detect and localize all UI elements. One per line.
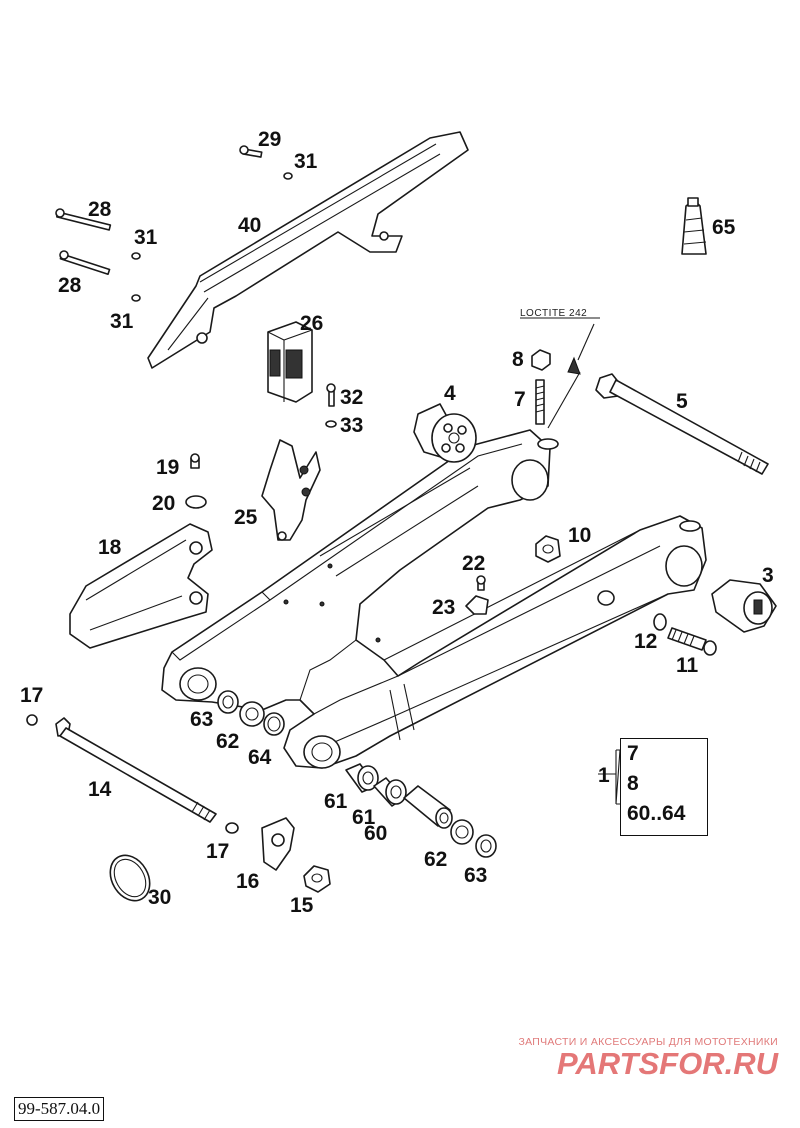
label-19: 19 (156, 456, 179, 479)
watermark-logo: PARTSFOR.RU (557, 1046, 780, 1080)
label-12: 12 (634, 630, 657, 653)
label-28-top: 28 (88, 198, 112, 221)
clip-20 (185, 495, 207, 509)
chain-guard (147, 131, 469, 369)
label-20: 20 (152, 492, 175, 515)
cap-17a (26, 714, 38, 726)
label-31-c: 31 (110, 310, 134, 333)
lubricant-tube (681, 197, 707, 255)
loctite-note: LOCTITE 242 (520, 308, 587, 319)
ring-64 (263, 712, 285, 736)
label-7: 7 (514, 388, 526, 411)
label-25: 25 (234, 506, 258, 529)
label-18: 18 (98, 536, 122, 559)
assembly-item-60-64: 60..64 (627, 802, 686, 825)
label-63-b: 63 (464, 864, 487, 887)
label-60: 60 (364, 822, 387, 845)
assembly-box: 7 8 60..64 (620, 738, 708, 836)
pivot-bolt-14 (55, 717, 217, 823)
label-16: 16 (236, 870, 259, 893)
label-31-a: 31 (294, 150, 318, 173)
loctite-leader (577, 323, 595, 361)
label-10: 10 (568, 524, 591, 547)
nut-10 (535, 535, 561, 563)
screw-19 (190, 453, 200, 469)
label-1: 1 (598, 764, 610, 787)
nut-8 (531, 349, 551, 371)
chain-adjuster-block (711, 579, 777, 633)
needle-bearing-61a (345, 763, 379, 793)
label-8: 8 (512, 348, 524, 371)
stud-7 (535, 379, 545, 425)
washer-31-c (131, 294, 141, 302)
label-30: 30 (148, 886, 171, 909)
leader-lines (598, 749, 621, 805)
label-29: 29 (258, 128, 281, 151)
plate-16 (261, 817, 295, 871)
swingarm (161, 429, 707, 769)
needle-bearing-61b (373, 777, 407, 807)
label-65: 65 (712, 216, 736, 239)
seal-63a (217, 690, 239, 714)
seal-62b (450, 819, 474, 845)
label-17-top: 17 (20, 684, 43, 707)
label-62-a: 62 (216, 730, 239, 753)
washer-31-b (131, 252, 141, 260)
label-31-b: 31 (134, 226, 158, 249)
screws-and-washers (55, 145, 293, 302)
rear-axle (595, 373, 769, 475)
label-32: 32 (340, 386, 363, 409)
label-33: 33 (340, 414, 363, 437)
screw-28-lower (59, 250, 111, 276)
screw-29 (239, 145, 263, 158)
screw-28-upper (55, 208, 112, 231)
label-23: 23 (432, 596, 455, 619)
reference-code: 99-587.04.0 (14, 1097, 105, 1121)
label-61-a: 61 (324, 790, 348, 813)
chain-slider (69, 523, 213, 649)
washer-31-a (283, 172, 293, 180)
label-3: 3 (762, 564, 774, 587)
label-17-bottom: 17 (206, 840, 229, 863)
label-4: 4 (444, 382, 456, 405)
clamp-ring-30 (109, 854, 151, 902)
watermark-tagline: ЗАПЧАСТИ И АКСЕССУАРЫ ДЛЯ МОТОТЕХНИКИ (518, 1036, 778, 1048)
label-15: 15 (290, 894, 314, 917)
nut-15 (303, 865, 331, 893)
cap-17b (225, 822, 239, 834)
screw-22 (476, 575, 486, 591)
label-62-b: 62 (424, 848, 447, 871)
label-11: 11 (676, 654, 699, 677)
adjuster-bolt-11 (667, 627, 717, 656)
label-40: 40 (238, 214, 261, 237)
assembly-item-8: 8 (627, 772, 639, 795)
label-63-a: 63 (190, 708, 213, 731)
label-5: 5 (676, 390, 688, 413)
label-64: 64 (248, 746, 272, 769)
washer-12 (653, 613, 667, 631)
label-26: 26 (300, 312, 323, 335)
label-14: 14 (88, 778, 112, 801)
label-61-b: 61 (352, 806, 376, 829)
label-22: 22 (462, 552, 485, 575)
loctite-drop (567, 356, 581, 375)
label-28-bottom: 28 (58, 274, 82, 297)
washer-33 (325, 420, 337, 428)
spacer-sleeve-60 (403, 785, 453, 829)
seal-62a (239, 701, 265, 727)
bracket (261, 439, 321, 541)
watermark-logo-text: PARTSFOR.RU (557, 1046, 780, 1080)
assembly-item-7: 7 (627, 742, 639, 765)
rubber-block (267, 321, 313, 403)
clamp-23 (465, 595, 489, 615)
part-labels: 1 3 4 5 7 8 10 11 12 14 15 16 17 17 18 1… (20, 128, 774, 917)
seal-63b (475, 834, 497, 858)
chain-roller (413, 403, 477, 463)
